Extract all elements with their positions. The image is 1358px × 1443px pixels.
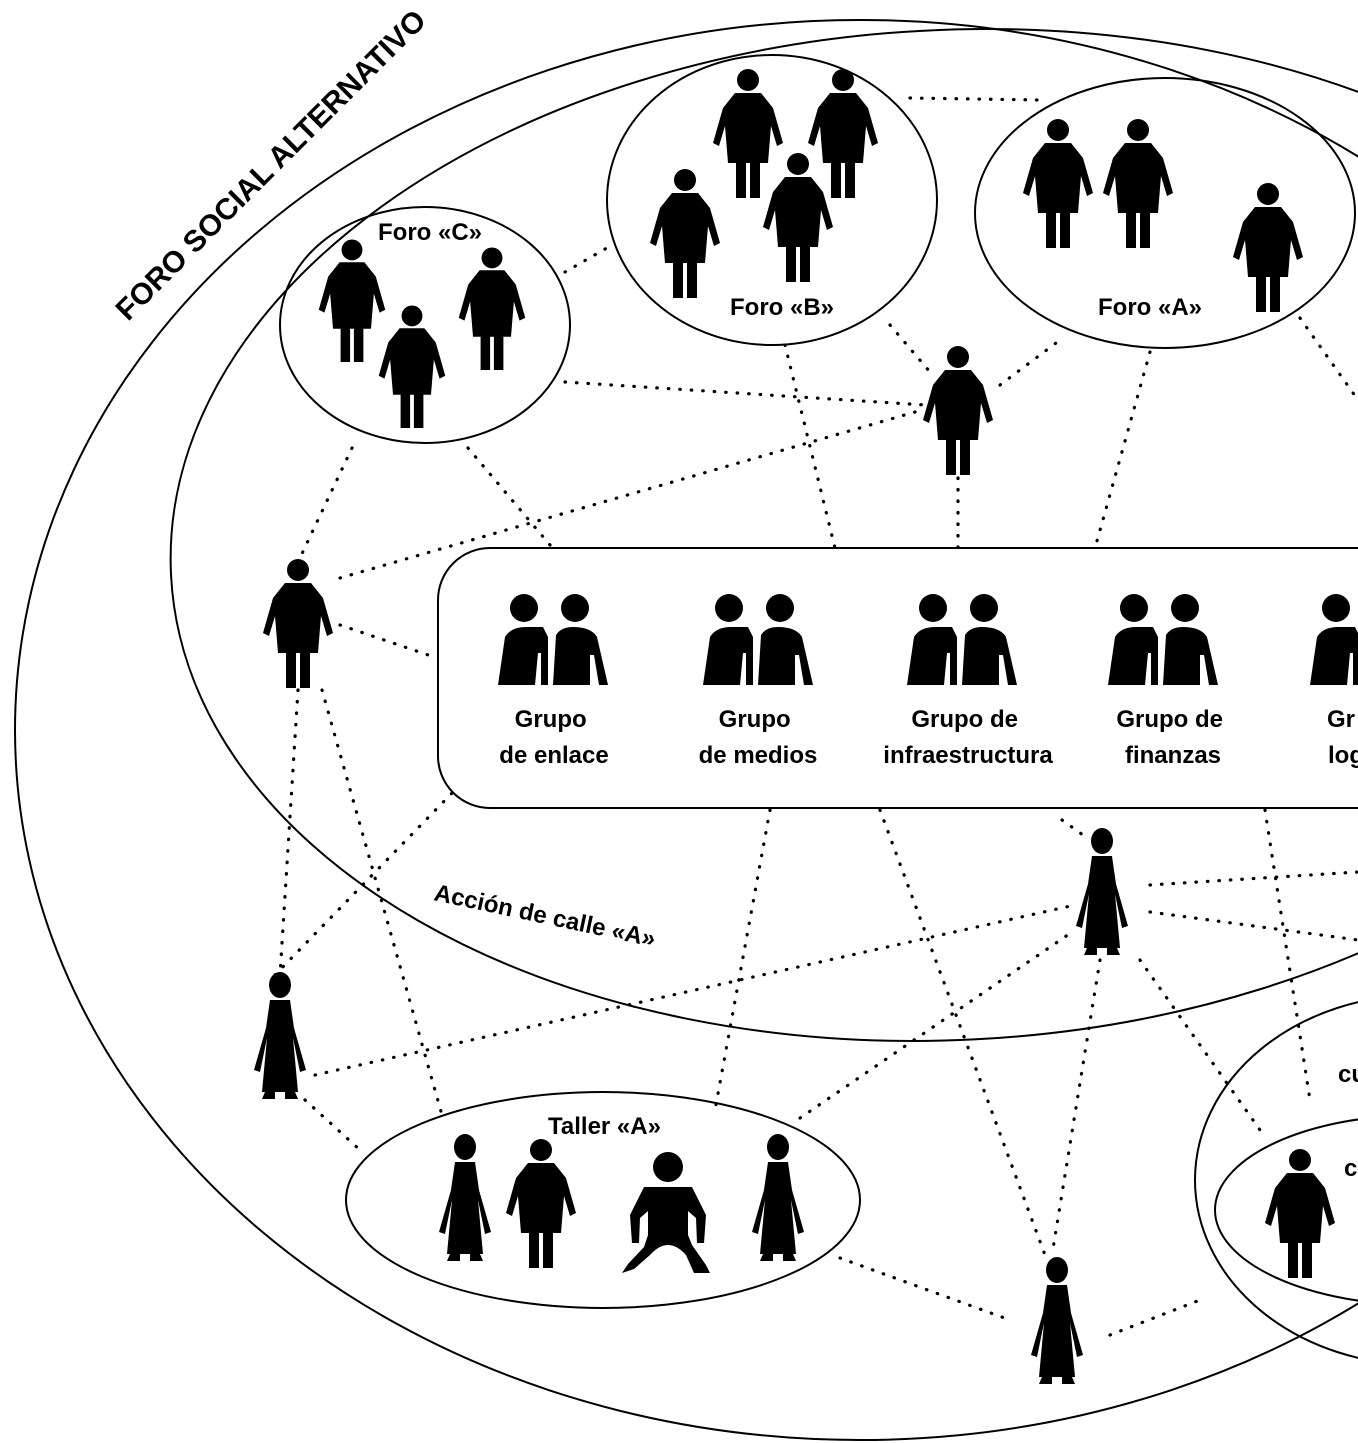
lower-right-boundary bbox=[1194, 1001, 1358, 1359]
cut-label-2: c bbox=[1344, 1155, 1357, 1182]
lower-right-inner-boundary bbox=[1214, 1118, 1358, 1302]
person-icon bbox=[808, 69, 878, 198]
woman-icon bbox=[254, 972, 306, 1099]
person-icon bbox=[1103, 119, 1173, 248]
groups-box: Grupo de enlace Grupo de medios Grupo de… bbox=[437, 547, 1358, 809]
person-icon bbox=[1023, 119, 1093, 248]
pair-icon bbox=[1108, 594, 1218, 685]
cut-label-1: cu bbox=[1338, 1061, 1358, 1088]
person-icon bbox=[263, 559, 333, 688]
pair-icon bbox=[1310, 594, 1358, 685]
forum-c-label: Foro «C» bbox=[378, 219, 482, 246]
person-icon bbox=[763, 153, 833, 282]
woman-icon bbox=[1076, 828, 1128, 955]
woman-icon bbox=[439, 1134, 491, 1261]
street-action-boundary bbox=[169, 28, 1358, 1042]
street-action-label: Acción de calle «A» bbox=[432, 879, 658, 952]
forum-a-label: Foro «A» bbox=[1098, 294, 1202, 321]
forum-a: Foro «A» bbox=[974, 77, 1356, 349]
outer-forum-boundary bbox=[14, 19, 1358, 1441]
forum-b-label: Foro «B» bbox=[730, 294, 834, 321]
person-icon bbox=[458, 247, 526, 370]
forum-c: Foro «C» bbox=[279, 206, 571, 444]
group-medios-label: Grupo de medios bbox=[699, 706, 818, 769]
group-infra-label: Grupo de infraestructura bbox=[883, 706, 1053, 769]
person-icon bbox=[650, 169, 720, 298]
person-icon bbox=[378, 305, 446, 428]
pair-icon bbox=[703, 594, 813, 685]
person-icon bbox=[713, 69, 783, 198]
pair-icon bbox=[498, 594, 608, 685]
workshop-a: Taller «A» bbox=[345, 1091, 861, 1309]
woman-icon bbox=[752, 1134, 804, 1261]
person-icon bbox=[1265, 1149, 1335, 1278]
person-icon bbox=[923, 346, 993, 475]
person-icon bbox=[506, 1139, 576, 1268]
forum-b: Foro «B» bbox=[606, 54, 938, 346]
workshop-a-label: Taller «A» bbox=[548, 1113, 661, 1140]
person-icon bbox=[1233, 183, 1303, 312]
diagram-title: FORO SOCIAL ALTERNATIVO bbox=[110, 4, 433, 327]
connections bbox=[273, 96, 1358, 1337]
pair-icon bbox=[907, 594, 1017, 685]
group-finanzas-label: Grupo de finanzas bbox=[1116, 706, 1229, 769]
person-icon bbox=[318, 239, 386, 362]
group-logistica-label: Gr log bbox=[1327, 706, 1358, 769]
crouching-person-icon bbox=[622, 1152, 710, 1273]
group-enlace-label: Grupo de enlace bbox=[499, 706, 608, 769]
woman-icon bbox=[1031, 1257, 1083, 1384]
